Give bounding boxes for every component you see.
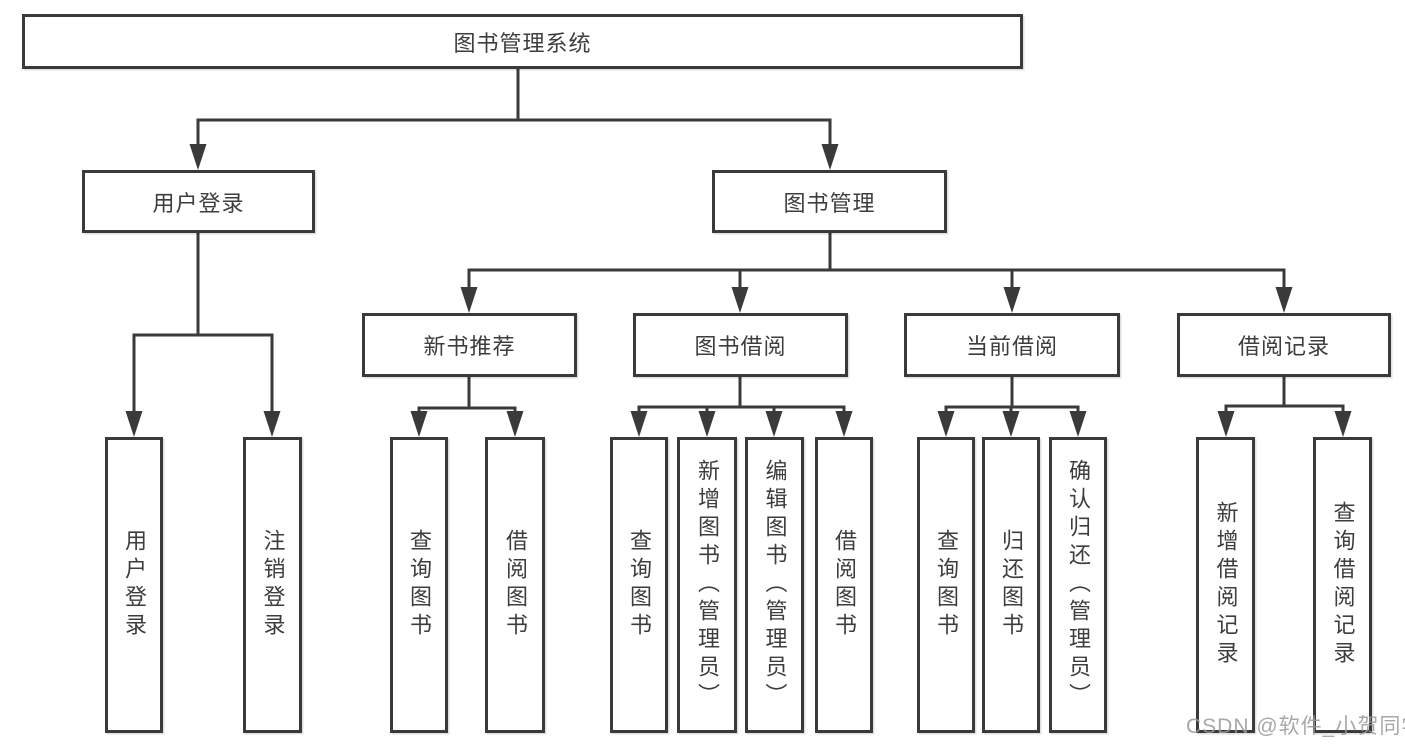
connector-login-rail xyxy=(132,333,274,417)
connector-borrow-rail xyxy=(637,405,846,418)
leaf-add-books-admin: 新增图书（管理员） xyxy=(677,437,737,733)
node-current-borrowing: 当前借阅 xyxy=(904,313,1120,377)
arrowhead xyxy=(1003,287,1021,313)
arrowhead xyxy=(1334,411,1352,437)
node-new-book-recommend: 新书推荐 xyxy=(362,313,577,377)
connector-mgmt-rail xyxy=(467,268,1286,292)
node-library-system: 图书管理系统 xyxy=(22,14,1023,69)
leaf-borrow-books: 借阅图书 xyxy=(815,437,873,733)
node-borrowing-records: 借阅记录 xyxy=(1177,313,1391,377)
arrowhead xyxy=(731,287,749,313)
arrowhead xyxy=(835,411,853,437)
arrowhead xyxy=(937,411,955,437)
arrowhead xyxy=(1069,411,1087,437)
arrowhead xyxy=(1217,411,1235,437)
leaf-user-login: 用户登录 xyxy=(105,437,163,733)
arrowhead xyxy=(765,411,783,437)
leaf-query-books: 查询图书 xyxy=(917,437,975,733)
leaf-add-borrow-record: 新增借阅记录 xyxy=(1196,437,1255,733)
arrowhead xyxy=(698,411,716,437)
csdn-watermark: CSDN @软件_小贺同学 xyxy=(1186,715,1405,738)
leaf-borrow-books: 借阅图书 xyxy=(485,437,545,733)
arrowhead xyxy=(460,287,478,313)
node-book-management: 图书管理 xyxy=(712,170,947,233)
connector-newbook-rail xyxy=(417,406,517,418)
arrowhead xyxy=(410,411,428,437)
leaf-confirm-return-admin: 确认归还（管理员） xyxy=(1049,437,1107,733)
arrowhead xyxy=(125,411,143,437)
arrowhead xyxy=(821,144,839,170)
leaf-return-books: 归还图书 xyxy=(982,437,1040,733)
connector-records-rail xyxy=(1224,404,1345,418)
arrowhead xyxy=(630,411,648,437)
arrowhead xyxy=(1002,411,1020,437)
node-book-borrowing: 图书借阅 xyxy=(633,313,848,377)
connector-level1-rail xyxy=(196,118,832,150)
leaf-edit-books-admin: 编辑图书（管理员） xyxy=(745,437,804,733)
node-user-login: 用户登录 xyxy=(82,170,315,233)
arrowhead xyxy=(506,411,524,437)
leaf-query-borrow-record: 查询借阅记录 xyxy=(1313,437,1372,733)
arrowhead xyxy=(1275,287,1293,313)
leaf-logout: 注销登录 xyxy=(243,437,302,733)
leaf-query-books: 查询图书 xyxy=(610,437,668,733)
leaf-query-books: 查询图书 xyxy=(390,437,448,733)
arrowhead xyxy=(189,144,207,170)
arrowhead xyxy=(263,411,281,437)
